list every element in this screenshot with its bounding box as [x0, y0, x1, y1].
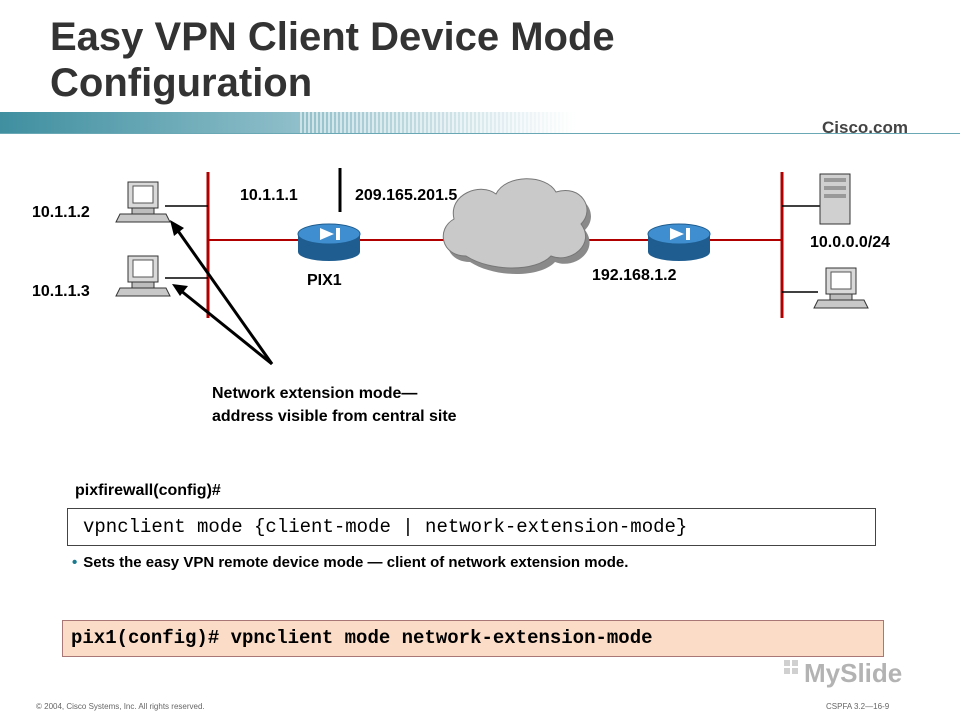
- pc-top-icon: [115, 181, 171, 223]
- footer-copyright: © 2004, Cisco Systems, Inc. All rights r…: [36, 702, 205, 711]
- example-command-box: pix1(config)# vpnclient mode network-ext…: [62, 620, 884, 657]
- network-extension-note: Network extension mode— address visible …: [212, 382, 457, 428]
- syntax-description-text: Sets the easy VPN remote device mode — c…: [83, 554, 629, 571]
- command-syntax-box: vpnclient mode {client-mode | network-ex…: [67, 508, 876, 546]
- remote-router-icon: [647, 223, 711, 261]
- host-bottom-ip: 10.1.1.3: [32, 283, 90, 300]
- watermark-logo-icon: [784, 660, 798, 674]
- footer-course-code: CSPFA 3.2—16-9: [826, 702, 890, 711]
- page-title: Easy VPN Client Device Mode Configuratio…: [50, 14, 615, 106]
- note-line-2: address visible from central site: [212, 408, 457, 425]
- bullet-icon: •: [72, 554, 78, 571]
- pix-inside-ip: 10.1.1.1: [240, 187, 298, 204]
- cisco-com-logo: Cisco.com: [822, 118, 908, 137]
- header-band: [0, 112, 960, 134]
- pc-remote-icon: [813, 267, 869, 309]
- syntax-description: • Sets the easy VPN remote device mode — …: [72, 554, 628, 571]
- host-top-ip: 10.1.1.2: [32, 204, 90, 221]
- watermark-text: MySlide: [804, 658, 902, 688]
- title-line-2: Configuration: [50, 61, 313, 105]
- pc-bottom-icon: [115, 255, 171, 297]
- server-icon: [819, 173, 851, 225]
- pix-firewall-icon: [297, 223, 361, 261]
- myslide-watermark: MySlide: [784, 658, 902, 688]
- remote-subnet: 10.0.0.0/24: [810, 234, 891, 251]
- title-line-1: Easy VPN Client Device Mode: [50, 15, 615, 59]
- note-line-1: Network extension mode—: [212, 385, 418, 402]
- callout-arrows: [170, 220, 274, 366]
- internet-cloud-icon: [442, 178, 591, 274]
- config-prompt: pixfirewall(config)#: [75, 482, 221, 499]
- pix-outside-ip: 209.165.201.5: [355, 187, 458, 204]
- pix-label: PIX1: [307, 272, 342, 289]
- remote-router-ip: 192.168.1.2: [592, 267, 677, 284]
